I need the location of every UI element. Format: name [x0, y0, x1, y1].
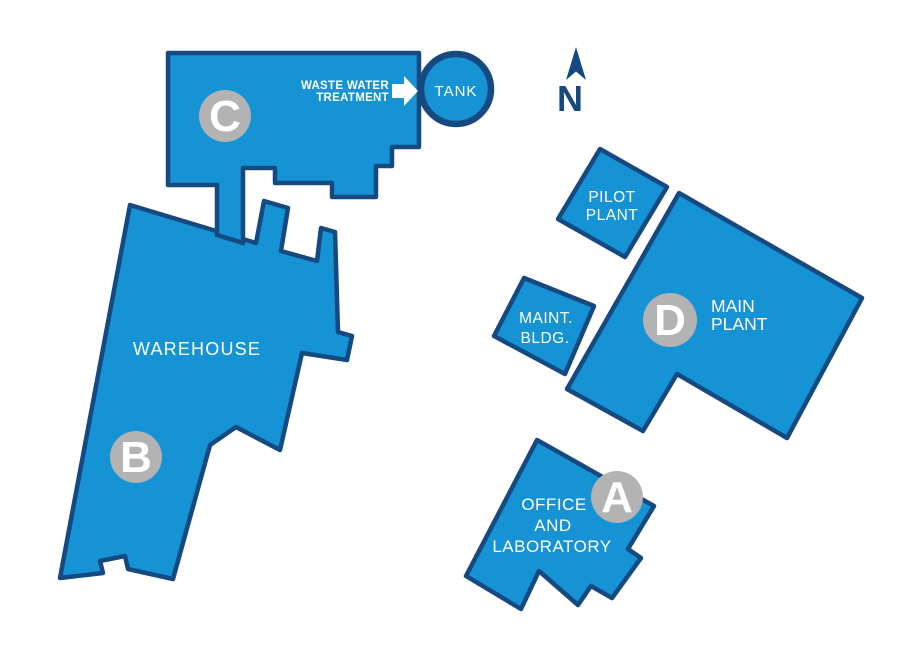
- badge-circle-c: [199, 90, 251, 142]
- badge-circle-b: [110, 431, 162, 483]
- building-c: C WASTE WATER TREATMENT: [165, 50, 422, 246]
- badge-letter-b: B: [120, 433, 152, 482]
- waste-water-label-line1: WASTE WATER: [301, 80, 389, 92]
- waste-water-arrow-icon: [392, 76, 418, 106]
- maint-bldg-shape: [491, 275, 597, 377]
- north-indicator: N: [557, 47, 586, 119]
- main-plant-label-line2: PLANT: [711, 314, 768, 334]
- badge-circle-d: [643, 293, 697, 347]
- warehouse-building: WAREHOUSE B: [57, 198, 355, 582]
- pilot-plant-label-line2: PLANT: [586, 207, 638, 224]
- badge-letter-a: A: [601, 473, 633, 522]
- main-plant-label-line1: MAIN: [711, 296, 755, 316]
- badge-letter-c: C: [209, 92, 241, 141]
- building-c-badge: C: [199, 90, 251, 142]
- maint-bldg-label-line1: MAINT.: [519, 310, 573, 327]
- main-plant-shape: [564, 190, 865, 441]
- badge-letter-d: D: [654, 296, 686, 345]
- north-label: N: [557, 78, 583, 119]
- tank-label: TANK: [435, 83, 478, 100]
- maint-bldg-label-line2: BLDG.: [520, 330, 569, 347]
- warehouse-label: WAREHOUSE: [133, 339, 261, 359]
- warehouse-shape: [57, 198, 355, 582]
- maint-bldg-building: MAINT. BLDG.: [491, 275, 597, 377]
- tank-shape: [417, 50, 495, 128]
- main-plant-badge: D: [643, 293, 697, 347]
- office-lab-badge: A: [591, 471, 643, 523]
- office-lab-label-line1: OFFICE: [521, 495, 586, 514]
- office-lab-label-line3: LABORATORY: [492, 537, 611, 556]
- office-lab-building: A OFFICE AND LABORATORY: [463, 437, 657, 612]
- office-lab-label-line2: AND: [534, 516, 571, 535]
- badge-circle-a: [591, 471, 643, 523]
- pilot-plant-building: PILOT PLANT: [555, 146, 670, 260]
- tank-building: TANK: [417, 50, 495, 128]
- pilot-plant-shape: [555, 146, 670, 260]
- pilot-plant-label-line1: PILOT: [588, 189, 635, 206]
- north-arrow-icon: [566, 47, 586, 80]
- main-plant-building: D MAIN PLANT: [564, 190, 865, 441]
- warehouse-badge: B: [110, 431, 162, 483]
- waste-water-label-line2: TREATMENT: [316, 92, 389, 104]
